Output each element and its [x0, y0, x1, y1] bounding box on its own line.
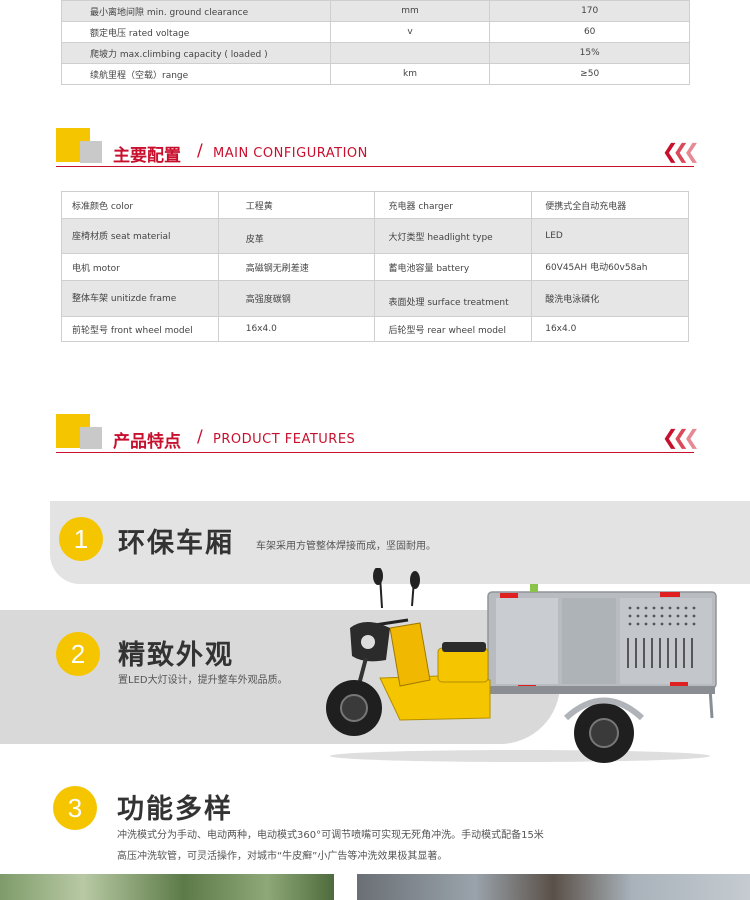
spec-value: ≥50: [489, 63, 690, 85]
config-value: 酸洗电泳磷化: [531, 280, 689, 317]
feature-description: 车架采用方管整体焊接而成，坚固耐用。: [256, 541, 436, 552]
table-row: 额定电压 rated voltage v 60: [61, 21, 690, 43]
config-value: 皮革: [217, 218, 376, 254]
spec-label: 续航里程（空载）range: [61, 63, 331, 85]
config-value: 16x4.0: [217, 316, 376, 342]
gray-square-decoration: [80, 427, 102, 449]
section-divider: [56, 166, 694, 167]
street-photo-left: [0, 874, 334, 900]
config-label: 蓄电池容量 battery: [374, 253, 533, 281]
spec-label: 最小离地间隙 min. ground clearance: [61, 0, 331, 22]
feature-description-line: 高压冲洗软管，可灵活操作，对城市“牛皮癣”小广告等冲洗效果极其显著。: [117, 851, 448, 862]
config-value: 高强度碳钢: [217, 280, 376, 317]
config-value: 便携式全自动充电器: [531, 191, 689, 219]
configuration-table: 标准颜色 color 工程黄 充电器 charger 便携式全自动充电器 座椅材…: [61, 191, 689, 342]
section-title-cn: 产品特点: [113, 432, 181, 452]
config-value: LED: [531, 218, 689, 254]
section-title-cn: 主要配置: [113, 146, 181, 166]
feature-band-1: [50, 501, 750, 584]
chevron-left-icon: ❮❮❮: [661, 425, 700, 449]
table-row: 电机 motor 高磁钢无刷差速 蓄电池容量 battery 60V45AH 电…: [61, 253, 689, 281]
main-configuration-header: 主要配置 / MAIN CONFIGURATION ❮❮❮: [56, 128, 700, 168]
table-row: 爬坡力 max.climbing capacity ( loaded ) 15%: [61, 42, 690, 64]
spec-label: 爬坡力 max.climbing capacity ( loaded ): [61, 42, 331, 64]
config-value: 工程黄: [217, 191, 376, 219]
gray-square-decoration: [80, 141, 102, 163]
feature-title: 精致外观: [118, 640, 234, 671]
config-value: 16x4.0: [531, 316, 689, 342]
config-label: 大灯类型 headlight type: [374, 218, 533, 254]
feature-number-badge: 1: [59, 517, 103, 561]
feature-title: 功能多样: [117, 794, 233, 825]
config-label: 后轮型号 rear wheel model: [374, 316, 533, 342]
config-label: 电机 motor: [61, 253, 219, 281]
config-label: 充电器 charger: [374, 191, 533, 219]
feature-description-line: 冲洗模式分为手动、电动两种，电动模式360°可调节喷嘴可实现无死角冲洗。手动模式…: [117, 830, 544, 841]
chevron-left-icon: ❮❮❮: [661, 139, 700, 163]
spec-value: 15%: [489, 42, 690, 64]
title-slash: /: [197, 141, 203, 161]
section-title-en: PRODUCT FEATURES: [213, 432, 356, 447]
table-row: 续航里程（空载）range km ≥50: [61, 63, 690, 85]
config-label: 整体车架 unitizde frame: [61, 280, 219, 317]
table-row: 整体车架 unitizde frame 高强度碳钢 表面处理 surface t…: [61, 280, 689, 317]
spec-unit: [329, 42, 491, 64]
product-features-header: 产品特点 / PRODUCT FEATURES ❮❮❮: [56, 414, 700, 454]
feature-number-badge: 2: [56, 632, 100, 676]
feature-description: 置LED大灯设计，提升整车外观品质。: [118, 675, 288, 686]
spec-value: 60: [489, 21, 690, 43]
spec-label: 额定电压 rated voltage: [61, 21, 331, 43]
feature-title: 环保车厢: [118, 528, 234, 559]
section-title-en: MAIN CONFIGURATION: [213, 146, 368, 161]
config-value: 高磁钢无刷差速: [217, 253, 376, 281]
config-label: 标准颜色 color: [61, 191, 219, 219]
spec-table: 最小离地间隙 min. ground clearance mm 170 额定电压…: [61, 0, 690, 85]
feature-number-badge: 3: [53, 786, 97, 830]
spec-value: 170: [489, 0, 690, 22]
table-row: 座椅材质 seat material 皮革 大灯类型 headlight typ…: [61, 218, 689, 254]
street-photo-right: [357, 874, 750, 900]
config-label: 表面处理 surface treatment: [374, 280, 533, 317]
section-divider: [56, 452, 694, 453]
feature-description: 冲洗模式分为手动、电动两种，电动模式360°可调节喷嘴可实现无死角冲洗。手动模式…: [117, 825, 544, 867]
title-slash: /: [197, 427, 203, 447]
config-value: 60V45AH 电动60v58ah: [531, 253, 689, 281]
cleaning-tricycle-image: [326, 568, 717, 763]
table-row: 最小离地间隙 min. ground clearance mm 170: [61, 0, 690, 22]
spec-unit: v: [329, 21, 491, 43]
spec-unit: mm: [329, 0, 491, 22]
spec-unit: km: [329, 63, 491, 85]
config-label: 前轮型号 front wheel model: [61, 316, 219, 342]
table-row: 前轮型号 front wheel model 16x4.0 后轮型号 rear …: [61, 316, 689, 342]
table-row: 标准颜色 color 工程黄 充电器 charger 便携式全自动充电器: [61, 191, 689, 219]
config-label: 座椅材质 seat material: [61, 218, 219, 254]
